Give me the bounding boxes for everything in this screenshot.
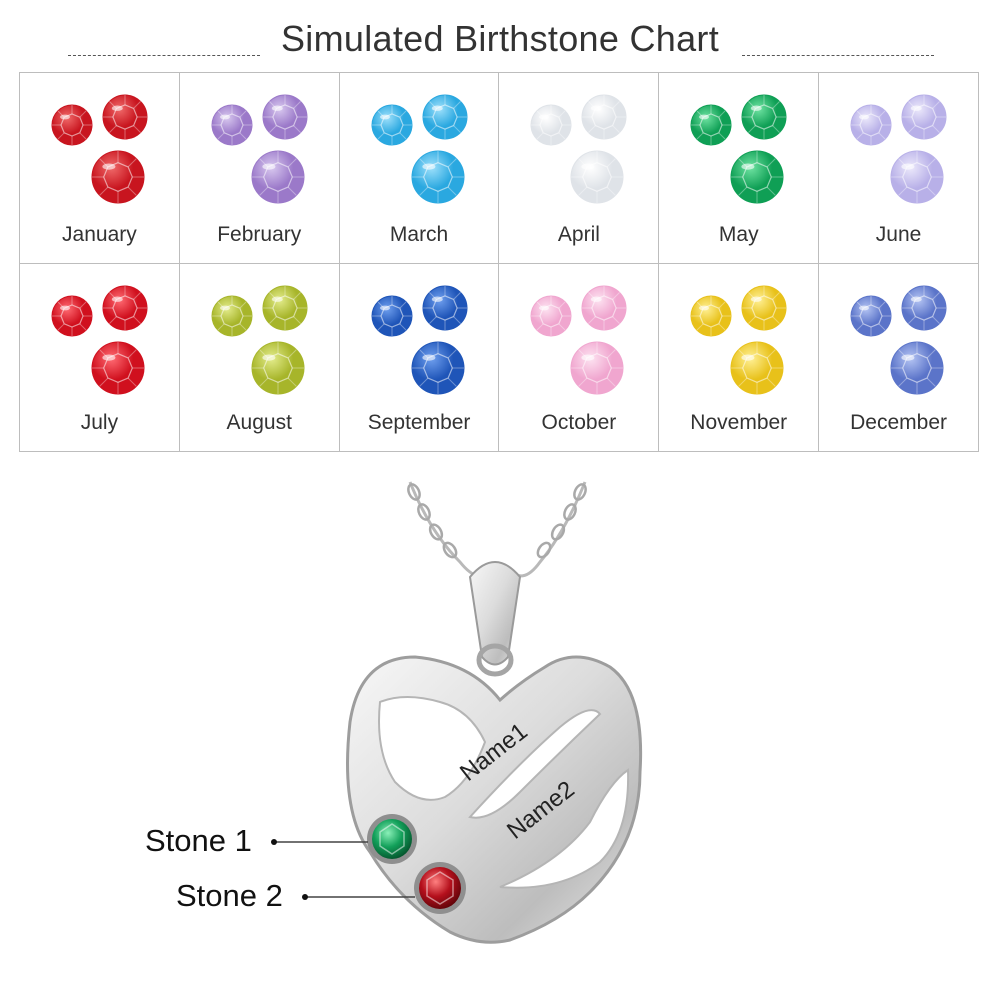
gem-3	[570, 150, 624, 204]
month-cell-september: September	[339, 264, 500, 452]
month-label: April	[557, 223, 600, 246]
month-cell-january: January	[20, 73, 180, 264]
stone-1-pointer-dot	[271, 839, 277, 845]
month-label: June	[875, 223, 922, 246]
gem-2	[262, 285, 308, 331]
birthstone-gems	[211, 94, 308, 204]
gem-2	[422, 94, 468, 140]
stone-1-label: Stone 1	[145, 823, 252, 858]
gem-2	[901, 94, 947, 140]
gem-3	[570, 341, 624, 395]
gem-2	[422, 285, 468, 331]
birthstone-gems	[51, 94, 148, 204]
chart-header: Simulated Birthstone Chart	[0, 14, 1000, 70]
gem-1	[850, 104, 892, 146]
gem-3	[411, 341, 465, 395]
month-cell-february: February	[179, 73, 340, 264]
birthstone-gems	[371, 285, 468, 395]
gem-2	[102, 285, 148, 331]
chain-links	[407, 483, 587, 559]
month-label: November	[690, 411, 788, 434]
stone-2-pointer-dot	[302, 894, 308, 900]
gem-3	[91, 341, 145, 395]
birthstone-gems	[530, 94, 627, 204]
title-divider-left	[68, 55, 260, 56]
birthstone-gems	[530, 285, 627, 395]
gem-1	[530, 295, 572, 337]
pendant-bail	[468, 561, 522, 666]
gem-1	[850, 295, 892, 337]
month-cell-august: August	[179, 264, 340, 452]
stone-pointers	[274, 841, 415, 898]
gem-1	[371, 295, 413, 337]
birthstone-gems	[690, 94, 787, 204]
birthstone-gems	[850, 94, 947, 204]
gem-2	[581, 285, 627, 331]
month-label: August	[226, 411, 292, 434]
month-label: May	[718, 223, 759, 246]
stone-1-gem	[367, 814, 417, 864]
month-label: September	[367, 411, 471, 434]
page-title: Simulated Birthstone Chart	[280, 18, 719, 59]
gem-1	[530, 104, 572, 146]
gem-2	[741, 94, 787, 140]
gem-3	[411, 150, 465, 204]
birthstone-gems	[850, 285, 947, 395]
month-label: March	[389, 223, 449, 246]
gem-1	[211, 295, 253, 337]
month-cell-december: December	[819, 264, 979, 452]
month-label: October	[541, 411, 617, 434]
gem-3	[730, 150, 784, 204]
gem-1	[211, 104, 253, 146]
gem-2	[262, 94, 308, 140]
gem-3	[890, 341, 944, 395]
gem-3	[890, 150, 944, 204]
stone-2-label: Stone 2	[176, 878, 283, 913]
gem-3	[251, 150, 305, 204]
birthstone-gems	[371, 94, 468, 204]
gem-3	[251, 341, 305, 395]
gem-2	[581, 94, 627, 140]
month-label: July	[80, 411, 119, 434]
gem-1	[51, 295, 93, 337]
month-cell-november: November	[659, 264, 820, 452]
gem-3	[730, 341, 784, 395]
gem-2	[901, 285, 947, 331]
gem-2	[102, 94, 148, 140]
month-cell-july: July	[20, 264, 180, 452]
month-label: January	[62, 223, 137, 246]
gem-3	[91, 150, 145, 204]
month-cell-may: May	[659, 73, 820, 264]
birthstone-gems	[211, 285, 308, 395]
gem-1	[371, 104, 413, 146]
month-cell-april: April	[499, 73, 660, 264]
stone-2-gem	[414, 862, 466, 914]
gem-2	[741, 285, 787, 331]
gem-1	[690, 295, 732, 337]
gem-1	[690, 104, 732, 146]
gem-1	[51, 104, 93, 146]
birthstone-gems	[690, 285, 787, 395]
month-cell-march: March	[339, 73, 500, 264]
month-label: February	[217, 223, 302, 246]
necklace-image: Name1 Name2	[271, 481, 643, 944]
title-divider-right	[742, 55, 934, 56]
month-cell-june: June	[819, 73, 979, 264]
month-label: December	[850, 411, 947, 434]
month-cell-october: October	[499, 264, 660, 452]
birthstone-gems	[51, 285, 148, 395]
